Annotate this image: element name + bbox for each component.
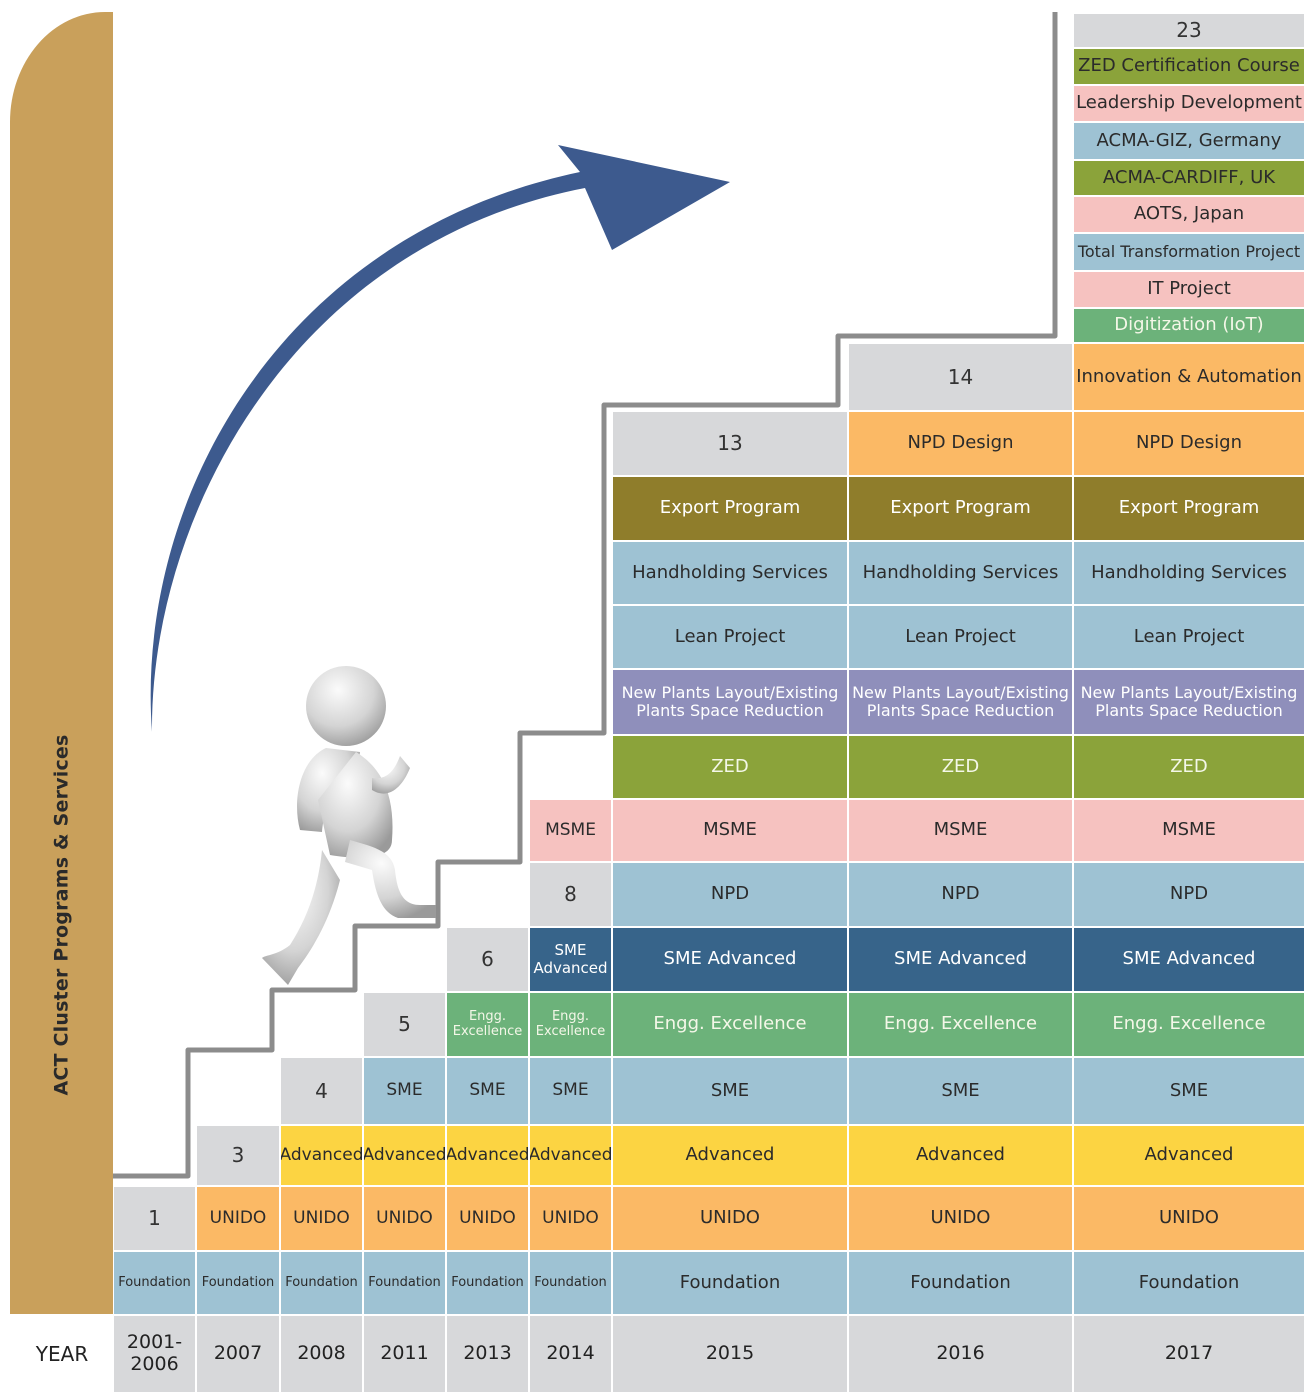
year-cell: 2014	[530, 1316, 611, 1392]
cell-msme: MSME	[613, 800, 847, 861]
cell-zed: ZED	[849, 736, 1072, 798]
cell-foundation: Foundation	[530, 1252, 611, 1314]
cell-sme-adv: SME Advanced	[613, 928, 847, 991]
cell-zedcert: ZED Certification Course	[1074, 49, 1304, 84]
cell-export: Export Program	[613, 477, 847, 540]
cell-sme-adv: SME Advanced	[1074, 928, 1304, 991]
year-cell: 2001- 2006	[114, 1316, 195, 1392]
cell-msme: MSME	[530, 800, 611, 861]
cell-unido: UNIDO	[447, 1187, 528, 1250]
sidebar-band	[10, 12, 113, 1314]
count-box: 3	[197, 1126, 279, 1185]
year-cell: 2017	[1074, 1316, 1304, 1392]
cell-handholding: Handholding Services	[849, 542, 1072, 604]
year-cell: 2015	[613, 1316, 847, 1392]
cell-advanced: Advanced	[849, 1126, 1072, 1185]
year-cell: 2008	[281, 1316, 362, 1392]
cell-it: IT Project	[1074, 272, 1304, 307]
year-cell: 2011	[364, 1316, 445, 1392]
cell-foundation: Foundation	[613, 1252, 847, 1314]
cell-advanced: Advanced	[364, 1126, 445, 1185]
cell-advanced: Advanced	[1074, 1126, 1304, 1185]
cell-sme-adv: SME Advanced	[849, 928, 1072, 991]
cell-lean: Lean Project	[613, 606, 847, 668]
cell-export: Export Program	[849, 477, 1072, 540]
cell-advanced: Advanced	[613, 1126, 847, 1185]
cell-aots: AOTS, Japan	[1074, 197, 1304, 232]
cell-handholding: Handholding Services	[613, 542, 847, 604]
cell-npd-design: NPD Design	[1074, 412, 1304, 475]
cell-npd: NPD	[1074, 863, 1304, 926]
cell-giz: ACMA-GIZ, Germany	[1074, 123, 1304, 159]
cell-npd: NPD	[613, 863, 847, 926]
cell-sme: SME	[849, 1058, 1072, 1124]
count-box: 8	[530, 863, 611, 926]
count-box: 4	[281, 1058, 362, 1124]
cell-unido: UNIDO	[613, 1187, 847, 1250]
cell-advanced: Advanced	[281, 1126, 362, 1185]
count-box: 5	[364, 993, 445, 1056]
cell-foundation: Foundation	[197, 1252, 279, 1314]
count-box: 14	[849, 344, 1072, 410]
year-cell: 2007	[197, 1316, 279, 1392]
cell-handholding: Handholding Services	[1074, 542, 1304, 604]
cell-npd-design: NPD Design	[849, 412, 1072, 475]
cell-advanced: Advanced	[530, 1126, 611, 1185]
cell-unido: UNIDO	[364, 1187, 445, 1250]
cell-new-plants: New Plants Layout/Existing Plants Space …	[613, 670, 847, 734]
cell-lean: Lean Project	[1074, 606, 1304, 668]
cell-msme: MSME	[849, 800, 1072, 861]
cell-foundation: Foundation	[447, 1252, 528, 1314]
cell-foundation: Foundation	[281, 1252, 362, 1314]
cell-foundation: Foundation	[364, 1252, 445, 1314]
cell-lean: Lean Project	[849, 606, 1072, 668]
cell-sme: SME	[613, 1058, 847, 1124]
cell-advanced: Advanced	[447, 1126, 528, 1185]
year-cell: 2016	[849, 1316, 1072, 1392]
cell-new-plants: New Plants Layout/Existing Plants Space …	[1074, 670, 1304, 734]
count-box: 23	[1074, 14, 1304, 47]
cell-unido: UNIDO	[530, 1187, 611, 1250]
cell-sme: SME	[1074, 1058, 1304, 1124]
cell-unido: UNIDO	[1074, 1187, 1304, 1250]
cell-foundation: Foundation	[114, 1252, 195, 1314]
count-box: 6	[447, 928, 528, 991]
cell-unido: UNIDO	[849, 1187, 1072, 1250]
cell-sme: SME	[530, 1058, 611, 1124]
cell-cardiff: ACMA-CARDIFF, UK	[1074, 161, 1304, 195]
cell-engg: Engg. Excellence	[530, 993, 611, 1056]
year-header: YEAR	[10, 1316, 114, 1392]
cell-zed: ZED	[1074, 736, 1304, 798]
cell-ttp: Total Transformation Project	[1074, 234, 1304, 270]
cell-sme: SME	[447, 1058, 528, 1124]
cell-export: Export Program	[1074, 477, 1304, 540]
cell-unido: UNIDO	[197, 1187, 279, 1250]
count-box: 13	[613, 412, 847, 475]
cell-sme-adv: SME Advanced	[530, 928, 611, 991]
cell-digitization: Digitization (IoT)	[1074, 309, 1304, 342]
cell-npd: NPD	[849, 863, 1072, 926]
cell-sme: SME	[364, 1058, 445, 1124]
cell-msme: MSME	[1074, 800, 1304, 861]
cell-foundation: Foundation	[1074, 1252, 1304, 1314]
cell-new-plants: New Plants Layout/Existing Plants Space …	[849, 670, 1072, 734]
cell-engg: Engg. Excellence	[613, 993, 847, 1056]
count-box: 1	[114, 1187, 195, 1250]
cell-leadership: Leadership Development	[1074, 86, 1304, 121]
cell-zed: ZED	[613, 736, 847, 798]
cell-foundation: Foundation	[849, 1252, 1072, 1314]
cell-unido: UNIDO	[281, 1187, 362, 1250]
year-cell: 2013	[447, 1316, 528, 1392]
cell-innovation: Innovation & Automation	[1074, 344, 1304, 410]
cell-engg: Engg. Excellence	[849, 993, 1072, 1056]
cell-engg: Engg. Excellence	[1074, 993, 1304, 1056]
cell-engg: Engg. Excellence	[447, 993, 528, 1056]
